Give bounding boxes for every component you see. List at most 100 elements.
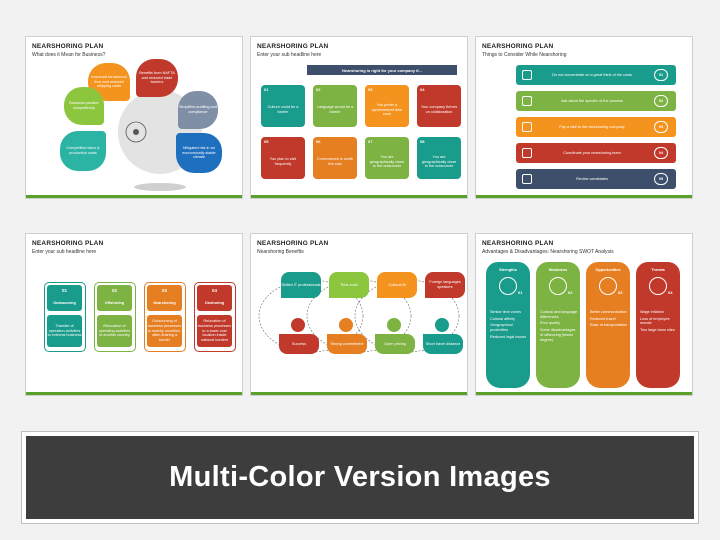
slide-thumbnail-2[interactable]: NEARSHORING PLAN Enter your sub headline… [250, 36, 468, 199]
row-text: Pay a visit to the nearshoring company [559, 124, 625, 129]
swot-item: Reduced legal issues [490, 334, 527, 339]
swot-label: Opportunities [595, 267, 621, 272]
swot-item: Wage inflation [640, 310, 664, 314]
row-number: 05 [654, 173, 668, 185]
slide-accent-bar [476, 195, 692, 198]
swot-number: 04 [668, 290, 673, 295]
term-label: Outsourcing [53, 300, 76, 305]
slide-accent-bar [476, 392, 692, 395]
slide-accent-bar [251, 392, 467, 395]
petal-6: Business position competitively [64, 87, 104, 125]
slide-subtitle: Nearshoring Benefits [257, 249, 304, 255]
swot-number: 03 [618, 290, 623, 295]
swot-item: Poor quality [540, 321, 561, 326]
banner-frame: Multi-Color Version Images [21, 431, 699, 524]
card-number: 03 [368, 87, 373, 92]
benefit-icon [291, 318, 305, 332]
term-number: 04 [211, 288, 217, 294]
row-text: Review candidates [576, 176, 608, 181]
slide-thumbnail-3[interactable]: NEARSHORING PLAN Things to Consider Whil… [475, 36, 693, 199]
slide-subtitle: What does it Mean for Business? [32, 52, 106, 58]
row-number: 02 [654, 95, 668, 107]
swot-icon [649, 277, 667, 295]
row-icon [522, 70, 532, 80]
swot-item: Some disadvantages of offshoring (lesser… [540, 328, 576, 342]
row-number: 04 [654, 147, 668, 159]
card-number: 01 [264, 87, 269, 92]
swot-item: Ease of transportation [590, 323, 628, 328]
row-icon [522, 122, 532, 132]
swot-icon [499, 277, 517, 295]
row-number: 01 [654, 69, 668, 81]
card-text: You are geographically close to the outs… [421, 154, 457, 169]
slide-subtitle: Things to Consider While Nearshoring [482, 52, 567, 58]
term-label: Onshoring [204, 300, 225, 305]
benefit-icon [387, 318, 401, 332]
slide-thumbnail-5[interactable]: NEARSHORING PLAN Nearshoring Benefits Sk… [250, 233, 468, 396]
term-number: 01 [61, 288, 67, 294]
slide-thumbnail-6[interactable]: NEARSHORING PLAN Advantages & Disadvanta… [475, 233, 693, 396]
petal-3: Simplifies auditing and compliance [178, 91, 218, 129]
banner-title: Multi-Color Version Images [169, 461, 551, 493]
row-icon [522, 96, 532, 106]
slide-subtitle: Enter your sub headline here [257, 52, 322, 58]
swot-item: Geographical proximities [490, 323, 513, 333]
card-number: 02 [316, 87, 321, 92]
swot-item: Cultural affinity [490, 316, 516, 321]
term-text: Transfer of operation activities to exte… [47, 315, 82, 347]
swot-item: Loss of employee morale [640, 316, 670, 326]
card-number: 07 [368, 139, 373, 144]
consider-row: Coordinate your nearshoring team 04 [516, 143, 676, 163]
swot-label: Strengths [499, 267, 517, 272]
benefit-icon [435, 318, 449, 332]
swot-item: Two large team sites [640, 328, 675, 333]
swot-number: 01 [518, 290, 523, 295]
swot-item: Reduced travel [590, 316, 616, 321]
swot-item: Cultural and language differences [540, 310, 578, 319]
slide-accent-bar [251, 195, 467, 198]
card-number: 06 [316, 139, 321, 144]
swot-icon [549, 277, 567, 295]
row-text: Do not concentrate on a great think of t… [552, 72, 632, 77]
row-text: Coordinate your nearshoring team [563, 150, 621, 155]
row-icon [522, 174, 532, 184]
swot-item: Similar time zones [490, 310, 522, 314]
term-text: Outsourcing of business processes to nea… [147, 315, 182, 347]
swot-number: 02 [568, 290, 573, 295]
consider-row: Review candidates 05 [516, 169, 676, 189]
slide-title: NEARSHORING PLAN [257, 240, 329, 247]
term-label: Offshoring [104, 300, 125, 305]
card-number: 05 [264, 139, 269, 144]
slide-title: NEARSHORING PLAN [482, 240, 554, 247]
slide-thumbnail-4[interactable]: NEARSHORING PLAN Enter your sub headline… [25, 233, 243, 396]
slide-subtitle: Enter your sub headline here [32, 249, 97, 255]
term-number: 03 [161, 288, 167, 294]
header-banner: Nearshoring is right for your company if… [307, 65, 457, 75]
slide-accent-bar [26, 195, 242, 198]
card-text: Culture could be a barrier [267, 105, 299, 114]
benefit-bottom: Success [279, 334, 319, 354]
benefit-top: Foreign languages speakers [425, 272, 465, 298]
card-number: 04 [420, 87, 425, 92]
benefit-icon [339, 318, 353, 332]
slide-thumbnail-1[interactable]: NEARSHORING PLAN What does it Mean for B… [25, 36, 243, 199]
swot-item: Better communication [590, 310, 627, 314]
petal-4: Mitigated risk in an economically stable… [176, 133, 222, 173]
card-text: You prefer a synchronized time zone [371, 102, 403, 117]
